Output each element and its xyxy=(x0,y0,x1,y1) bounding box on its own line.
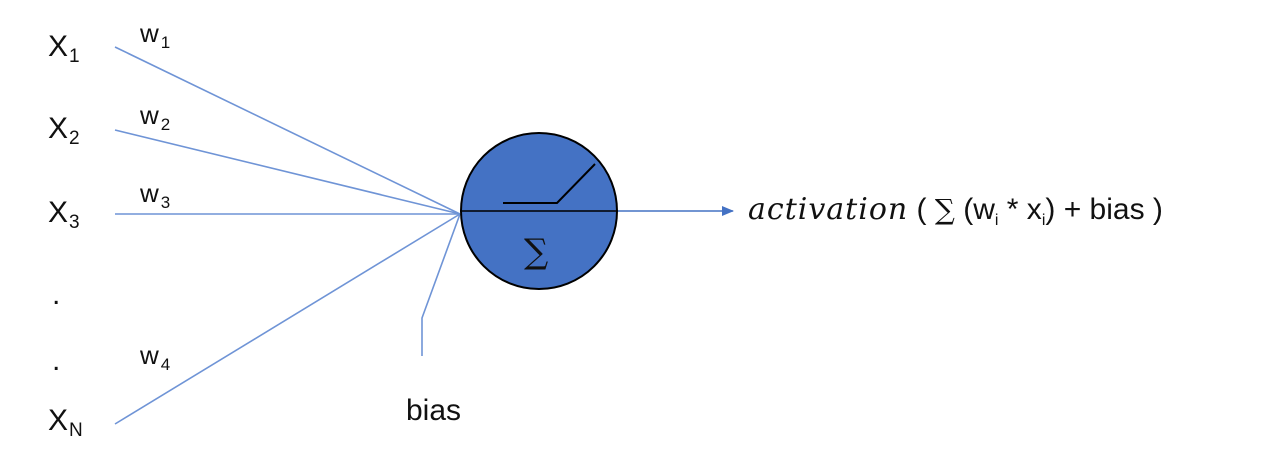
input-label-x3: X3 xyxy=(48,196,80,233)
relu-icon xyxy=(503,163,596,204)
input-label-x1: X1 xyxy=(48,30,80,67)
input-label-xn: XN xyxy=(48,404,83,441)
ellipsis-dot-1: . xyxy=(52,278,61,311)
bias-line xyxy=(421,213,461,356)
ellipsis-dot-2: . xyxy=(52,344,61,377)
activation-formula: activation ( ∑ (wi * xi) + bias ) xyxy=(748,192,1163,229)
sum-symbol: ∑ xyxy=(524,232,549,272)
input-line-2 xyxy=(114,129,461,215)
input-line-1 xyxy=(114,46,461,215)
activation-function-name: activation xyxy=(748,192,909,227)
input-line-n xyxy=(114,213,461,425)
bias-label: bias xyxy=(406,394,462,427)
input-label-x2: X2 xyxy=(48,112,80,149)
